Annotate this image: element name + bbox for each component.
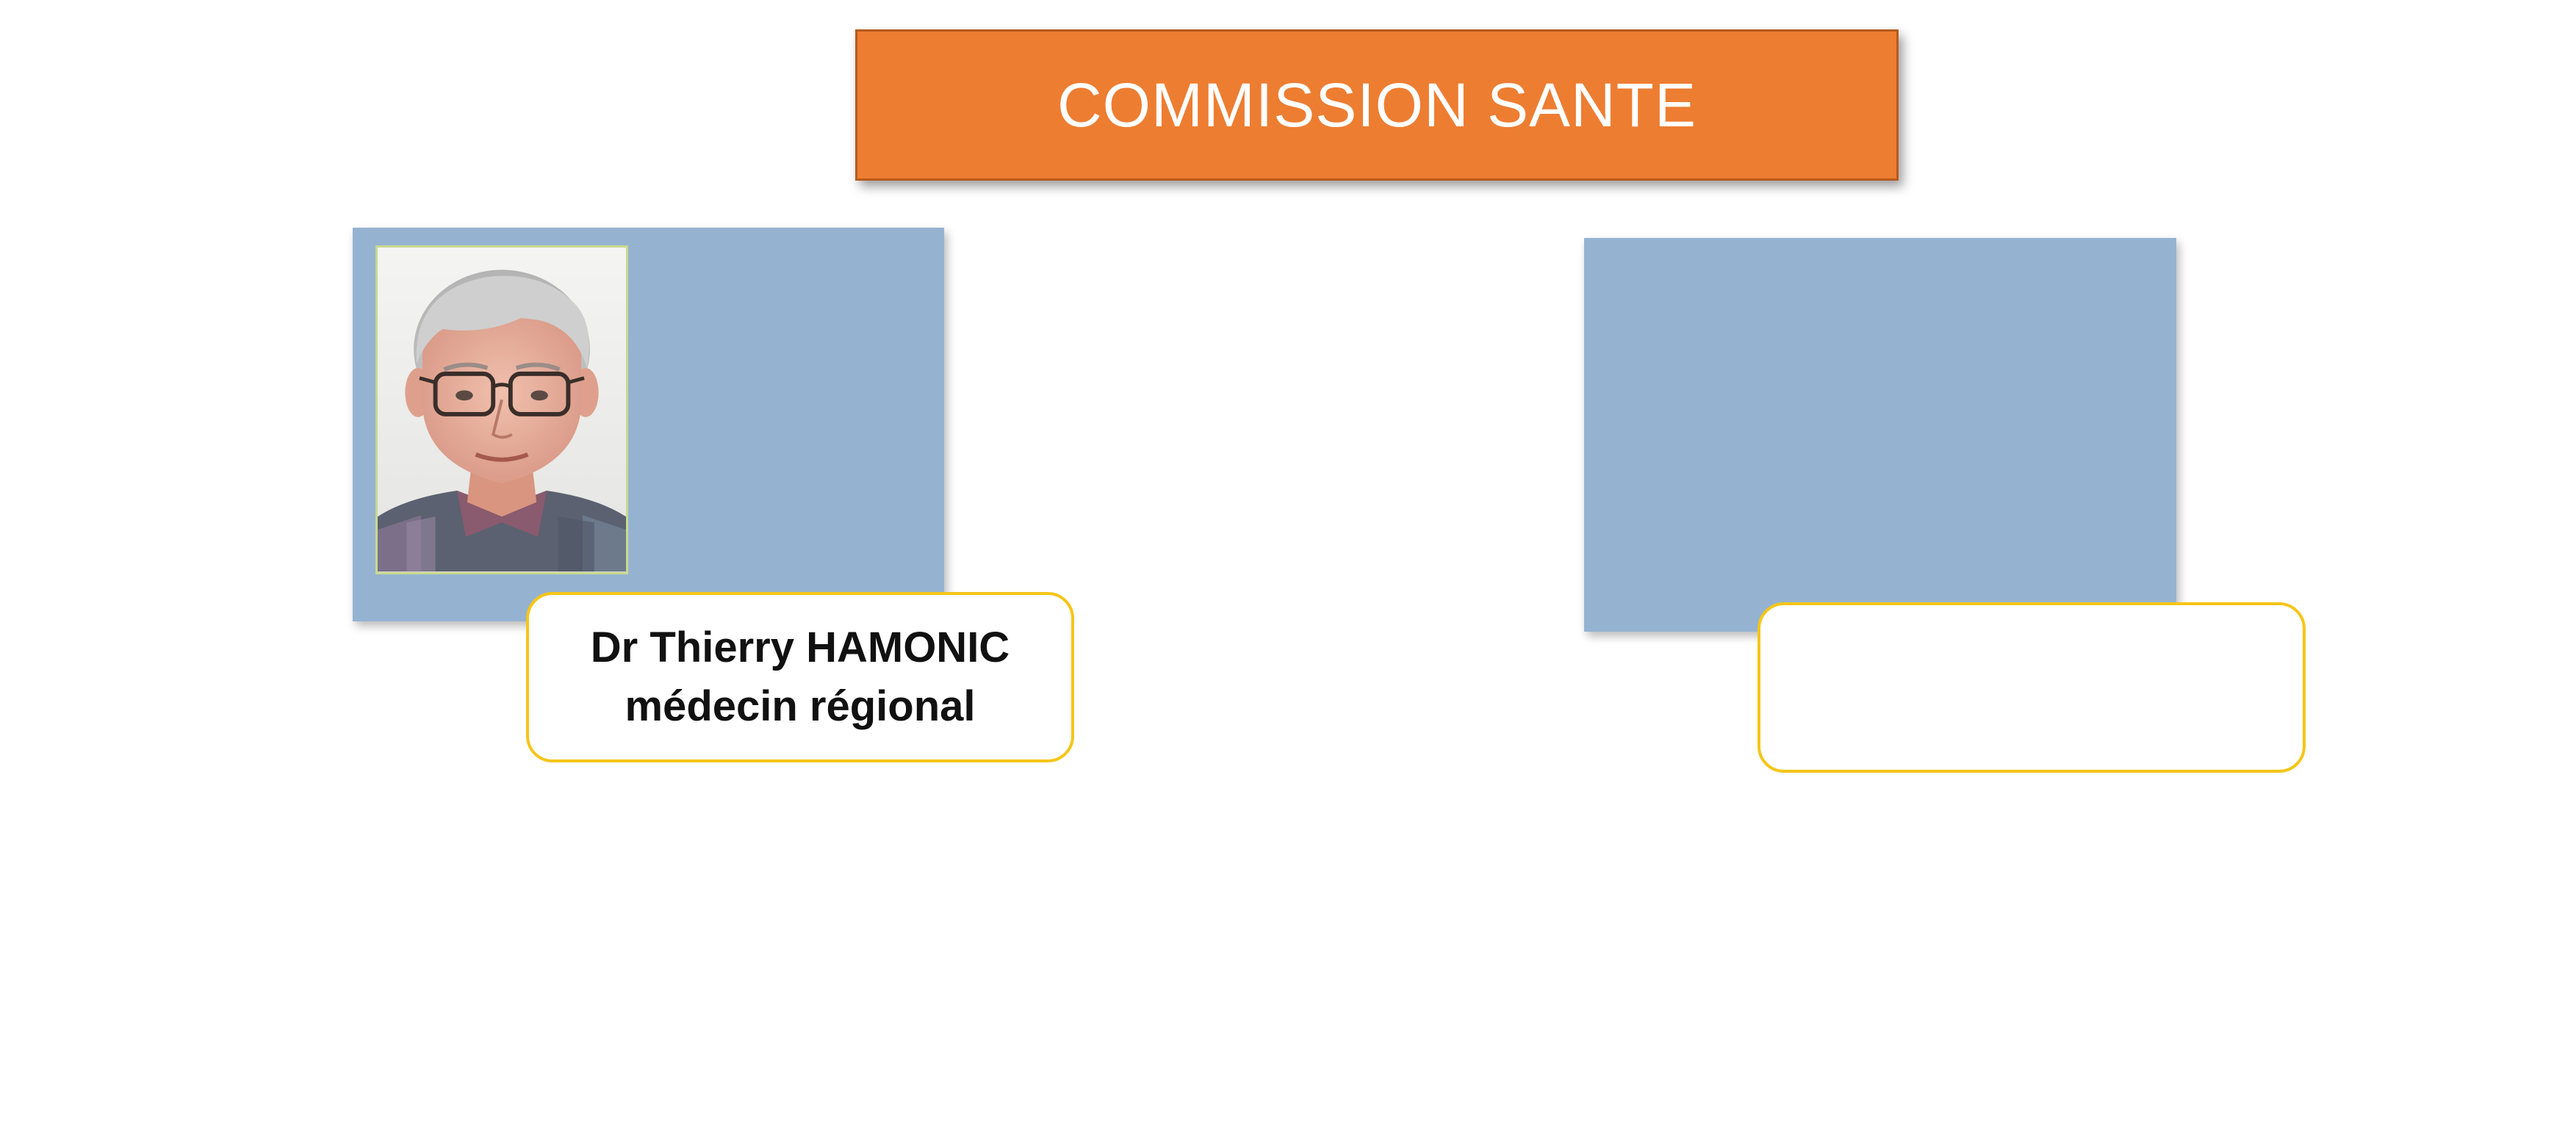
page-title: COMMISSION SANTE bbox=[1057, 71, 1697, 140]
member-card-panel-right bbox=[1584, 238, 2176, 632]
member-name-box-left: Dr Thierry HAMONIC médecin régional bbox=[526, 592, 1074, 762]
member-photo bbox=[375, 245, 628, 574]
member-role: médecin régional bbox=[625, 682, 976, 730]
portrait-image bbox=[378, 248, 626, 572]
member-name-box-right bbox=[1757, 602, 2306, 773]
member-name: Dr Thierry HAMONIC bbox=[590, 624, 1010, 671]
title-banner: COMMISSION SANTE bbox=[855, 29, 1899, 181]
